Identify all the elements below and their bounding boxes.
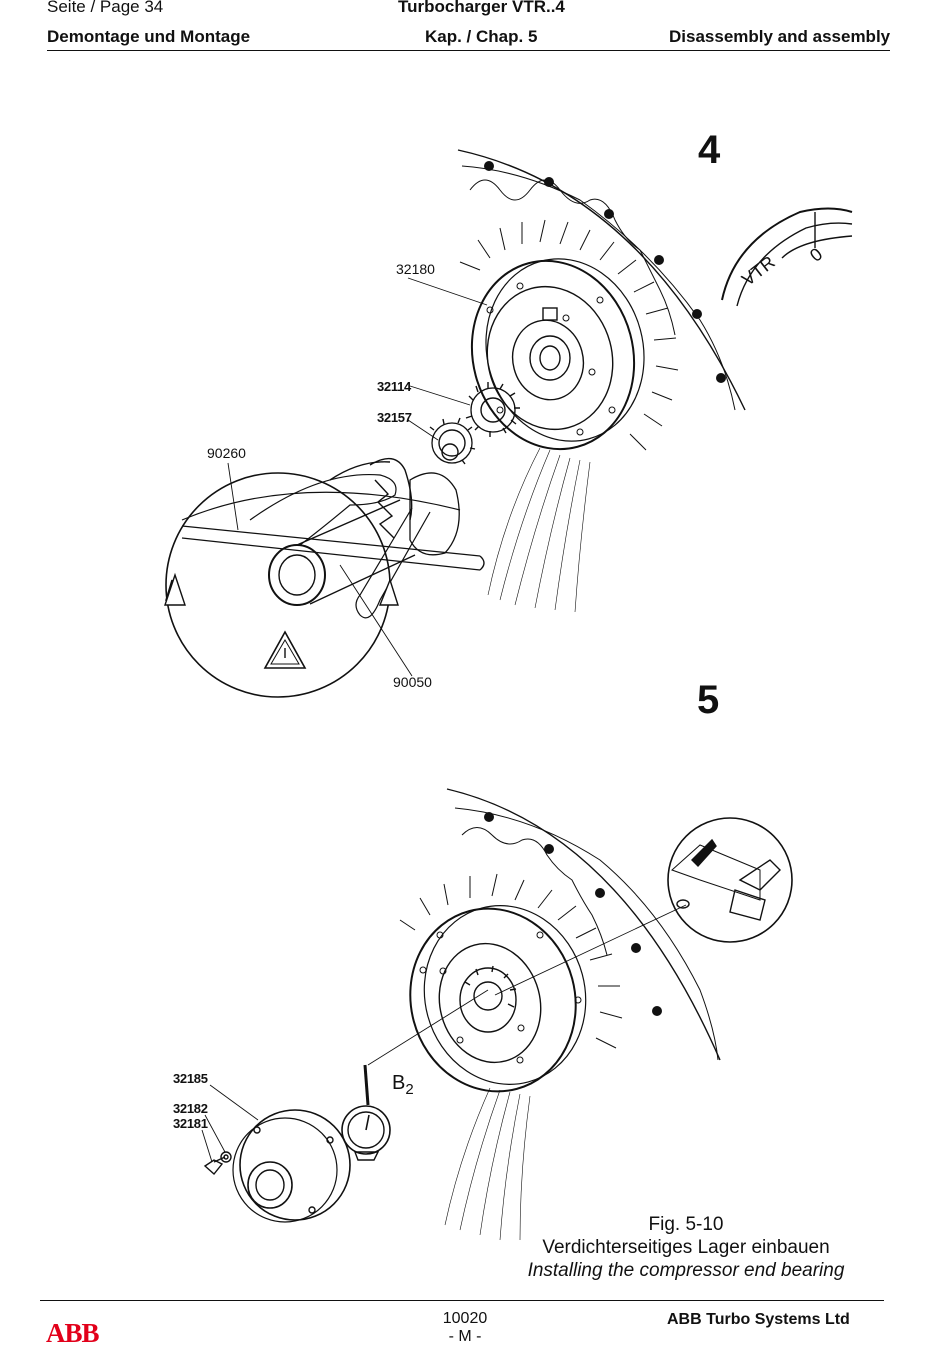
caption-en: Installing the compressor end bearing	[527, 1260, 845, 1281]
document-sub-number: - M -	[448, 1328, 482, 1345]
page-number: Seite / Page 34	[47, 0, 164, 16]
part-label-32180: 32180	[396, 261, 435, 277]
caption-de: Verdichterseitiges Lager einbauen	[542, 1237, 830, 1258]
part-label-32181: 32181	[173, 1116, 208, 1131]
dial-gauge-label: B2	[392, 1072, 414, 1098]
step-4-drawing	[164, 149, 853, 698]
dial-gauge-letter: B	[392, 1072, 406, 1094]
document-title: Turbocharger VTR..4	[398, 0, 565, 16]
section-title-en: Disassembly and assembly	[669, 27, 891, 46]
header-rule	[47, 50, 890, 51]
part-label-90050: 90050	[393, 674, 432, 690]
section-title-de: Demontage und Montage	[47, 27, 251, 46]
part-label-90260: 90260	[207, 445, 246, 461]
chapter-label: Kap. / Chap. 5	[425, 27, 538, 46]
dial-gauge-subscript: 2	[405, 1081, 414, 1098]
step-5-drawing	[201, 788, 793, 1241]
figure-number: Fig. 5-10	[648, 1214, 724, 1235]
footer-rule	[40, 1300, 884, 1301]
part-label-32114: 32114	[377, 379, 411, 394]
part-label-32157: 32157	[377, 410, 412, 425]
company-name: ABB Turbo Systems Ltd	[667, 1311, 850, 1328]
step-number-5: 5	[697, 678, 720, 722]
abb-logo: ABB	[46, 1318, 100, 1348]
part-label-32185: 32185	[173, 1071, 208, 1086]
part-label-32182: 32182	[173, 1101, 208, 1116]
document-number: 10020	[442, 1310, 488, 1327]
step-number-4: 4	[698, 128, 721, 172]
